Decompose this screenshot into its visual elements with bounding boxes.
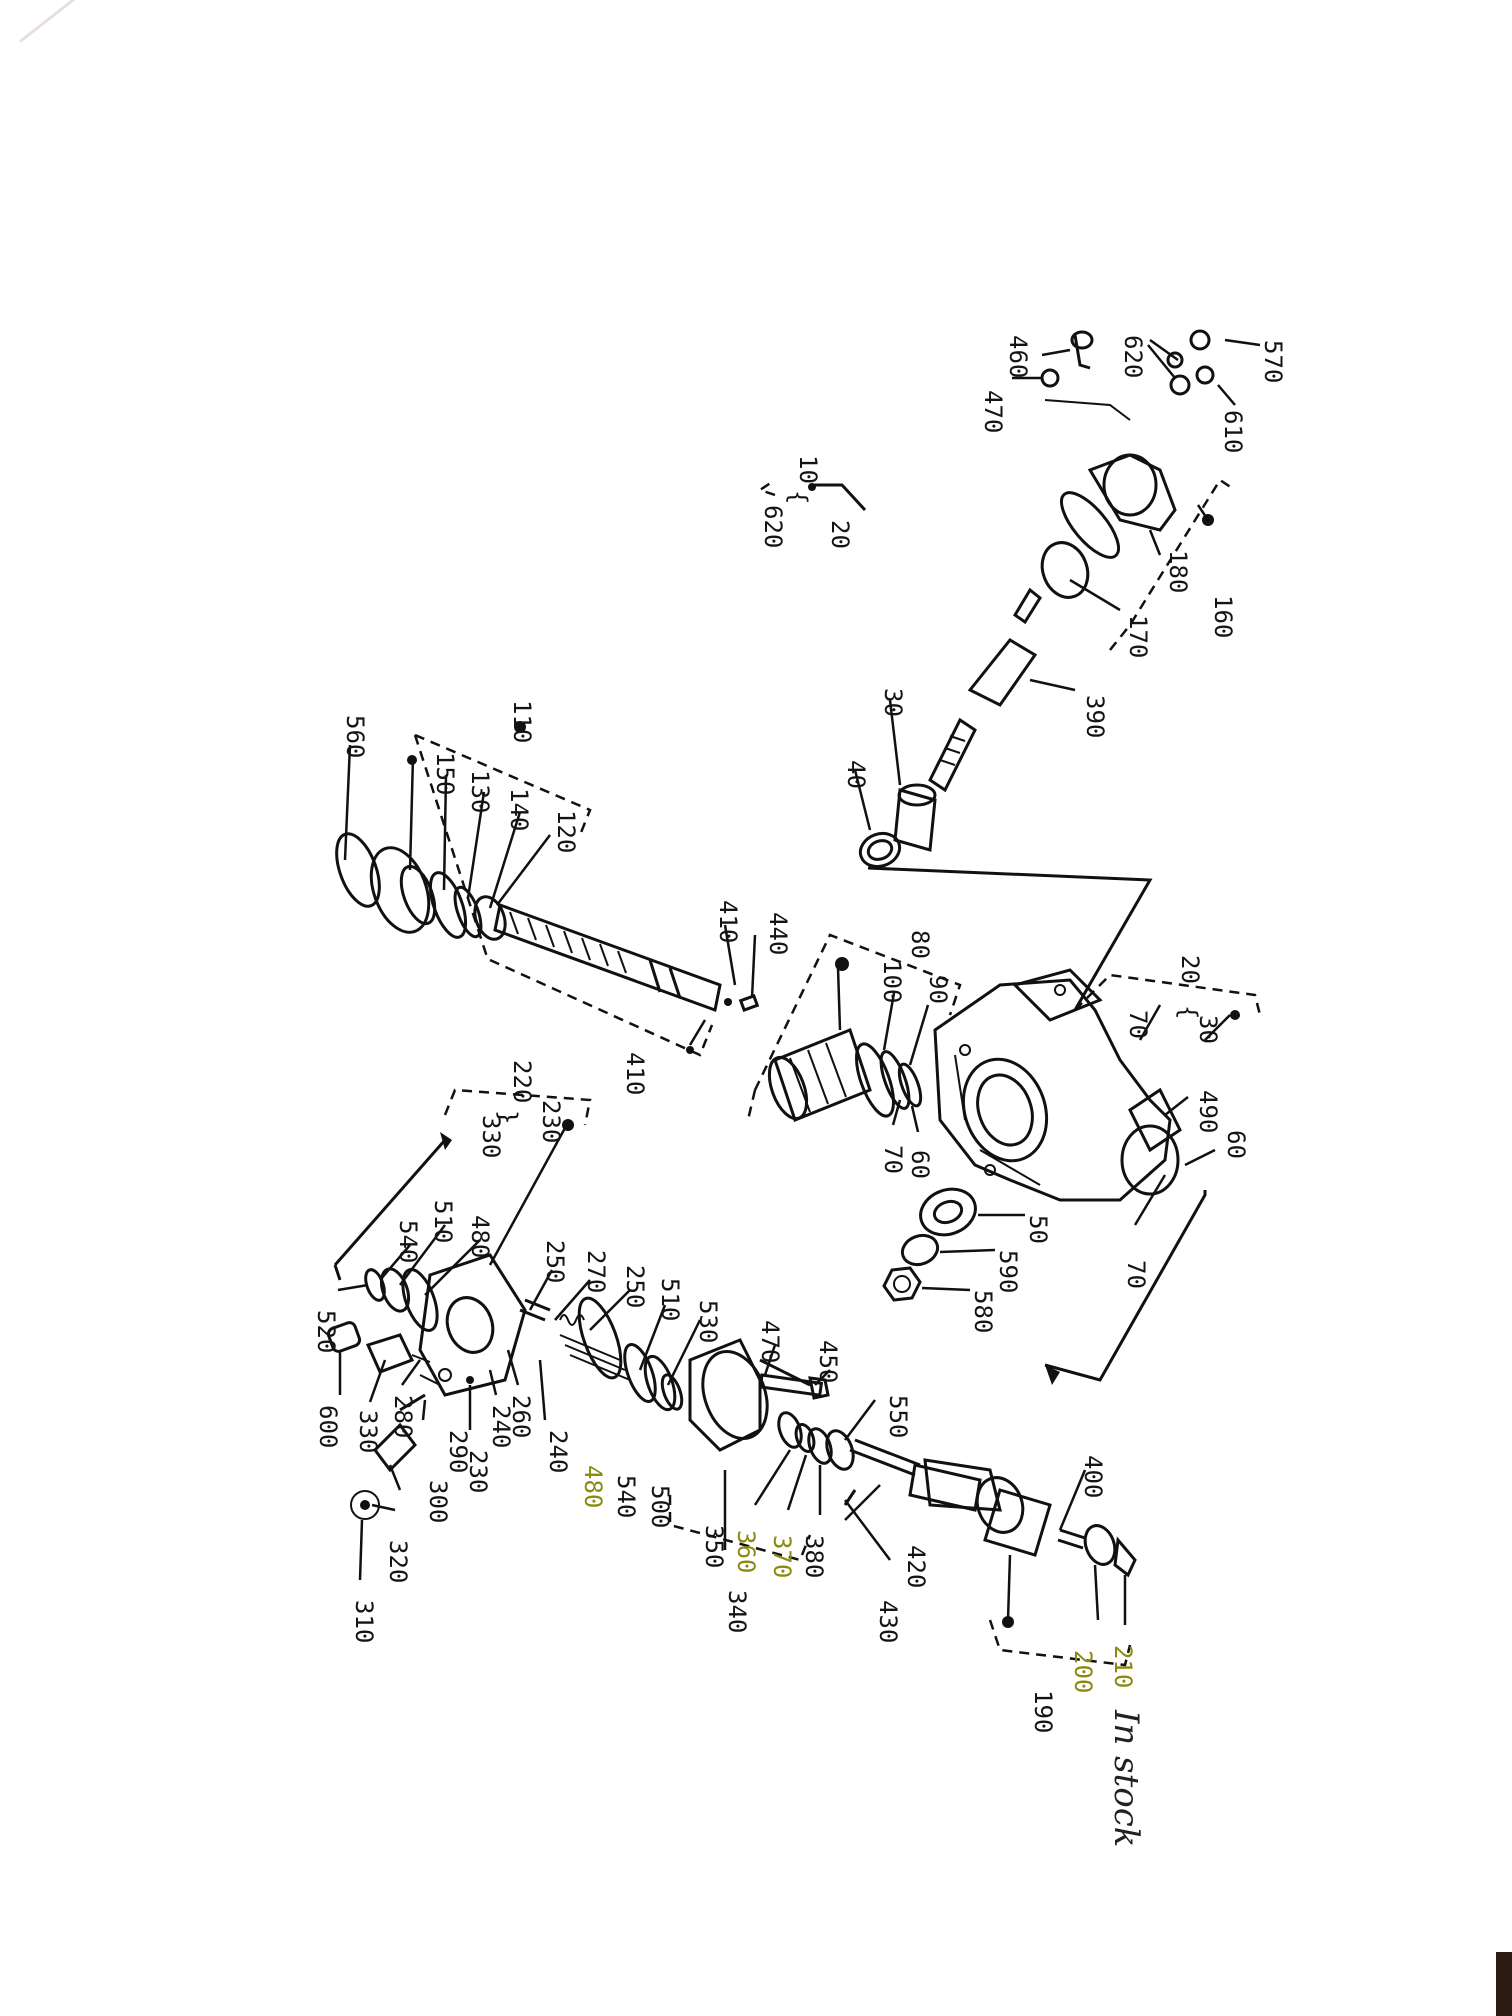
part-label-510: 510 bbox=[656, 1278, 684, 1321]
worm-shaft-assembly bbox=[335, 721, 760, 1057]
part-label-280: 280 bbox=[389, 1395, 417, 1438]
part-label-410: 410 bbox=[714, 900, 742, 943]
part-label-480: 480 bbox=[466, 1215, 494, 1258]
part-label-590: 590 bbox=[994, 1250, 1022, 1293]
part-label-60: 60 bbox=[1222, 1130, 1250, 1159]
part-label-30: 30 bbox=[879, 688, 907, 717]
part-label-330: 330 bbox=[354, 1410, 382, 1453]
brace-mark: { bbox=[784, 490, 812, 504]
part-label-240: 240 bbox=[544, 1430, 572, 1473]
part-label-360: 360 bbox=[732, 1530, 760, 1573]
gear-housing bbox=[867, 866, 1262, 1385]
part-label-100: 100 bbox=[878, 960, 906, 1003]
part-label-410: 410 bbox=[621, 1052, 649, 1095]
brace-mark: { bbox=[1174, 1005, 1202, 1019]
part-label-500: 500 bbox=[646, 1485, 674, 1528]
part-label-290: 290 bbox=[444, 1430, 472, 1473]
part-label-610: 610 bbox=[1219, 410, 1247, 453]
part-label-340: 340 bbox=[723, 1590, 751, 1633]
part-label-510: 510 bbox=[429, 1200, 457, 1243]
part-label-560: 560 bbox=[341, 715, 369, 758]
part-label-20: 20 bbox=[826, 520, 854, 549]
part-label-150: 150 bbox=[431, 752, 459, 795]
part-label-300: 300 bbox=[424, 1480, 452, 1523]
part-label-270: 270 bbox=[582, 1250, 610, 1293]
brace-layer: {} { bbox=[494, 490, 1202, 1124]
part-label-450: 450 bbox=[814, 1340, 842, 1383]
part-label-190: 190 bbox=[1029, 1690, 1057, 1733]
part-label-180: 180 bbox=[1164, 550, 1192, 593]
part-label-580: 580 bbox=[969, 1290, 997, 1333]
part-label-390: 390 bbox=[1081, 695, 1109, 738]
part-label-10: 10 bbox=[794, 455, 822, 484]
part-label-620: 620 bbox=[759, 505, 787, 548]
sector-shaft-assembly bbox=[843, 1438, 1137, 1667]
part-label-350: 350 bbox=[700, 1525, 728, 1568]
part-label-170: 170 bbox=[1124, 615, 1152, 658]
part-label-250: 250 bbox=[621, 1265, 649, 1308]
part-label-460: 460 bbox=[1004, 335, 1032, 378]
part-label-310: 310 bbox=[350, 1600, 378, 1643]
part-label-490: 490 bbox=[1194, 1090, 1222, 1133]
part-label-470: 470 bbox=[756, 1320, 784, 1363]
part-label-50: 50 bbox=[1024, 1215, 1052, 1244]
part-label-90: 90 bbox=[924, 975, 952, 1004]
part-label-540: 540 bbox=[612, 1475, 640, 1518]
part-label-380: 380 bbox=[800, 1535, 828, 1578]
piston-assembly bbox=[746, 933, 962, 1133]
part-label-470: 470 bbox=[979, 390, 1007, 433]
part-label-570: 570 bbox=[1259, 340, 1287, 383]
part-label-480: 480 bbox=[579, 1465, 607, 1508]
part-label-530: 530 bbox=[694, 1300, 722, 1343]
part-label-40: 40 bbox=[842, 760, 870, 789]
part-label-220: 220 bbox=[508, 1060, 536, 1103]
part-label-540: 540 bbox=[394, 1220, 422, 1263]
part-label-20: 20 bbox=[1176, 955, 1204, 984]
part-label-80: 80 bbox=[906, 930, 934, 959]
part-label-200: 200 bbox=[1069, 1650, 1097, 1693]
part-label-320: 320 bbox=[384, 1540, 412, 1583]
part-label-420: 420 bbox=[902, 1545, 930, 1588]
part-label-600: 600 bbox=[314, 1405, 342, 1448]
part-label-240: 240 bbox=[487, 1405, 515, 1448]
part-label-260: 260 bbox=[507, 1395, 535, 1438]
part-label-140: 140 bbox=[505, 788, 533, 831]
handwritten-note: In stock bbox=[1106, 1709, 1146, 1847]
part-label-30: 30 bbox=[1194, 1015, 1222, 1044]
part-label-550: 550 bbox=[884, 1395, 912, 1438]
valve-assembly bbox=[326, 1088, 876, 1581]
part-label-70: 70 bbox=[1124, 1010, 1152, 1039]
part-label-120: 120 bbox=[552, 810, 580, 853]
part-label-370: 370 bbox=[768, 1535, 796, 1578]
input-shaft-assembly bbox=[757, 329, 1261, 869]
part-label-430: 430 bbox=[874, 1600, 902, 1643]
part-label-210: 210 bbox=[1109, 1645, 1137, 1688]
part-label-440: 440 bbox=[764, 912, 792, 955]
part-label-230: 230 bbox=[464, 1450, 492, 1493]
part-label-620: 620 bbox=[1119, 335, 1147, 378]
part-label-520: 520 bbox=[312, 1310, 340, 1353]
brace-mark: } bbox=[494, 1110, 522, 1124]
part-label-250: 250 bbox=[541, 1240, 569, 1283]
part-label-160: 160 bbox=[1209, 595, 1237, 638]
bearing-group bbox=[882, 1187, 1025, 1302]
part-label-400: 400 bbox=[1079, 1455, 1107, 1498]
part-label-330: 330 bbox=[477, 1115, 505, 1158]
part-label-230: 230 bbox=[537, 1100, 565, 1143]
part-label-60: 60 bbox=[906, 1150, 934, 1179]
part-label-70: 70 bbox=[879, 1145, 907, 1174]
part-label-130: 130 bbox=[466, 770, 494, 813]
part-label-110: 110 bbox=[508, 700, 536, 743]
scan-edge-mark bbox=[1496, 1952, 1512, 2016]
part-label-70: 70 bbox=[1122, 1260, 1150, 1289]
